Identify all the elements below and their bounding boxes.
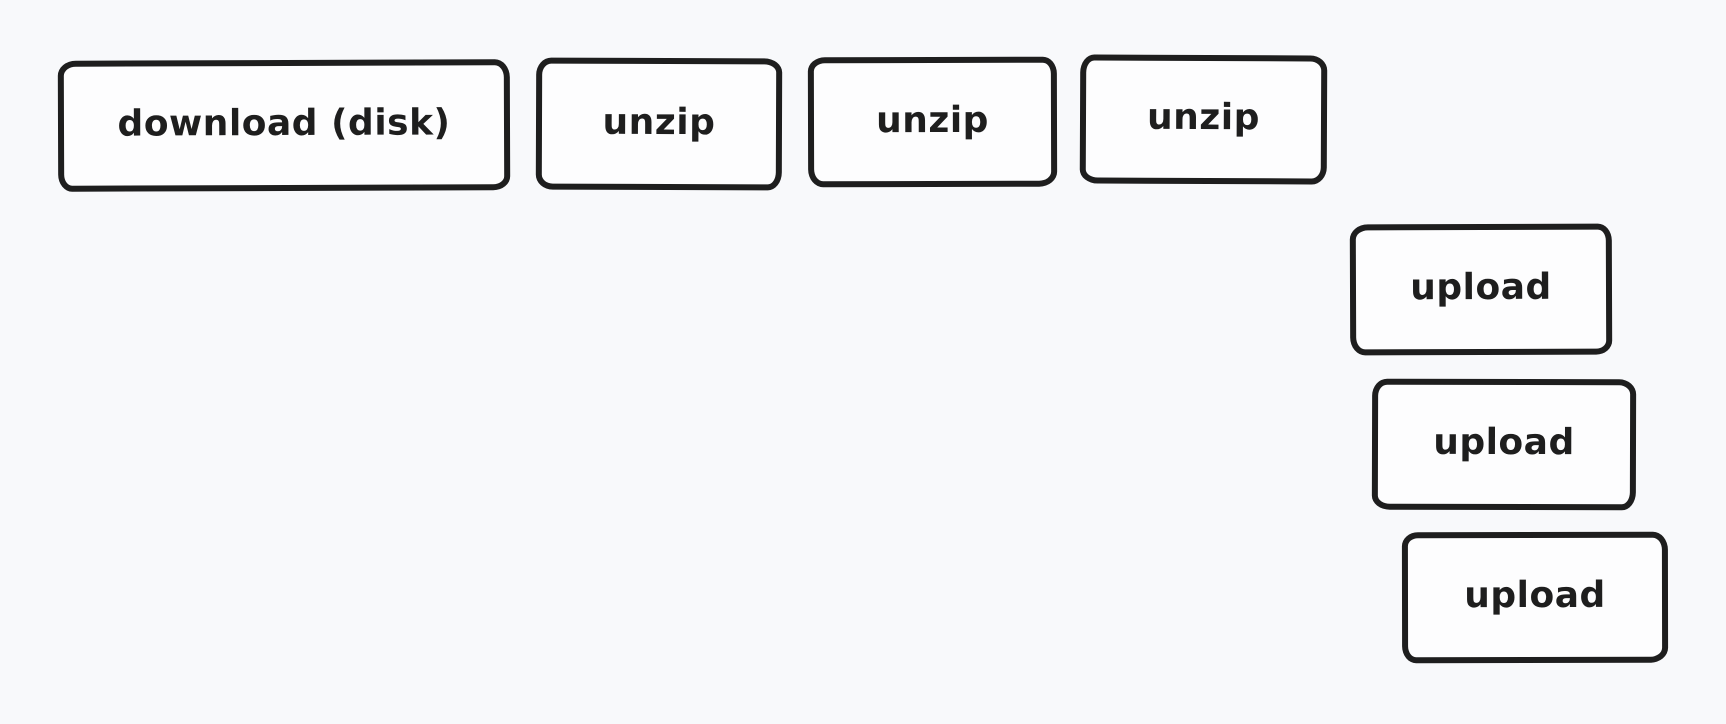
diagram-node-upload-2: upload [1371, 378, 1637, 511]
node-label-unzip-2: unzip [876, 99, 989, 141]
node-label-unzip-3: unzip [1146, 96, 1261, 139]
diagram-node-download-disk: download (disk) [57, 59, 511, 192]
diagram-node-unzip-2: unzip [807, 56, 1058, 188]
diagram-node-unzip-3: unzip [1079, 54, 1328, 185]
diagram-node-upload-1: upload [1349, 223, 1613, 356]
diagram-node-upload-3: upload [1401, 531, 1669, 664]
node-label-upload-2: upload [1433, 421, 1575, 464]
node-label-upload-1: upload [1410, 266, 1552, 309]
diagram-node-unzip-1: unzip [535, 57, 783, 191]
node-label-upload-3: upload [1464, 574, 1606, 617]
node-label-unzip-1: unzip [602, 101, 716, 143]
node-label-download-disk: download (disk) [117, 102, 451, 145]
